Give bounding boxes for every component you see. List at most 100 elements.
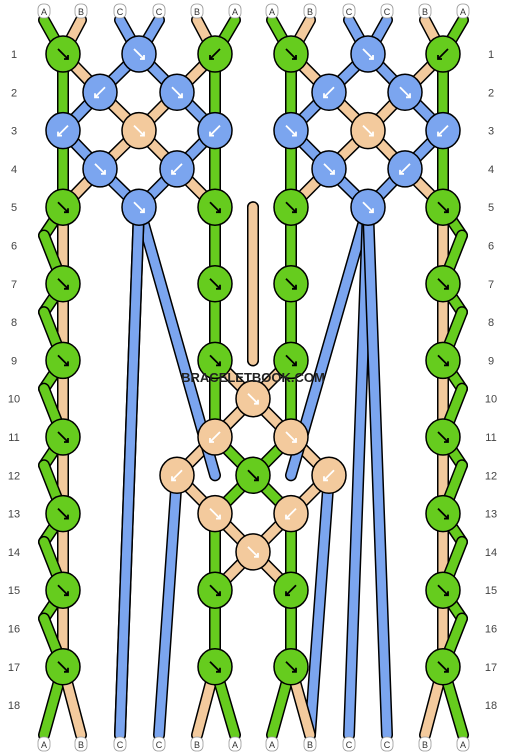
row-number-left: 11 [8, 432, 19, 444]
forward-knot-arrow-icon [247, 393, 259, 405]
row-number-left: 1 [11, 49, 17, 61]
forward-knot-arrow-icon [437, 431, 449, 443]
top-label-10: C [380, 3, 394, 19]
knot-r11-c5 [197, 418, 233, 456]
row-number-left: 8 [11, 317, 17, 329]
forward-knot-arrow-icon [437, 278, 449, 290]
row-number-right: 9 [488, 355, 494, 367]
svg-text:C: C [384, 7, 391, 17]
knot-r1-c3 [121, 35, 157, 73]
svg-text:A: A [460, 740, 466, 750]
row-number-right: 1 [488, 49, 494, 61]
knot-r5-c5 [197, 188, 233, 226]
knot-r1-c11 [425, 35, 461, 73]
bottom-label-6: A [228, 736, 242, 752]
knot-r17-c11 [425, 648, 461, 686]
backward-knot-arrow-icon [323, 469, 335, 481]
top-label-9: C [342, 3, 356, 19]
svg-text:C: C [346, 740, 353, 750]
forward-knot-arrow-icon [57, 278, 69, 290]
forward-knot-arrow-icon [323, 163, 335, 175]
top-label-12: A [456, 3, 470, 19]
knot-r4-c2 [82, 150, 118, 188]
knot-r4-c8 [311, 150, 347, 188]
row-number-right: 8 [488, 317, 494, 329]
row-number-right: 14 [485, 547, 497, 559]
row-number-left: 18 [8, 700, 20, 712]
forward-knot-arrow-icon [285, 354, 297, 367]
knot-r13-c7 [273, 494, 309, 533]
row-number-right: 13 [485, 509, 497, 521]
row-number-right: 15 [485, 585, 497, 597]
forward-knot-arrow-icon [57, 354, 69, 367]
row-number-left: 3 [11, 126, 17, 138]
forward-knot-arrow-icon [57, 201, 69, 213]
row-number-left: 2 [11, 87, 17, 99]
forward-knot-arrow-icon [285, 48, 297, 60]
knots-layer [45, 35, 461, 686]
bottom-label-4: C [152, 736, 166, 752]
svg-text:A: A [41, 740, 47, 750]
forward-knot-arrow-icon [285, 661, 297, 673]
forward-knot-arrow-icon [437, 661, 449, 673]
forward-knot-arrow-icon [247, 546, 259, 558]
knot-r11-c1 [45, 418, 81, 456]
top-label-5: B [190, 3, 204, 19]
knot-r1-c7 [273, 35, 309, 73]
knot-r1-c9 [350, 35, 386, 73]
row-number-left: 14 [8, 547, 20, 559]
svg-text:B: B [422, 740, 428, 750]
svg-text:C: C [156, 7, 163, 17]
knot-r5-c7 [273, 188, 309, 226]
forward-knot-arrow-icon [57, 431, 69, 443]
forward-knot-arrow-icon [57, 584, 69, 596]
forward-knot-arrow-icon [437, 584, 449, 596]
row-number-right: 6 [488, 241, 494, 253]
knot-r15-c5 [197, 571, 233, 609]
row-number-right: 5 [488, 202, 494, 214]
svg-text:A: A [232, 740, 238, 750]
knot-r13-c1 [45, 494, 81, 533]
top-label-6: A [228, 3, 242, 19]
bottom-label-2: B [74, 736, 88, 752]
row-number-right: 11 [485, 432, 496, 444]
forward-knot-arrow-icon [133, 124, 145, 137]
knot-r15-c11 [425, 571, 461, 609]
knot-r11-c7 [273, 418, 309, 456]
backward-knot-arrow-icon [171, 163, 183, 175]
knot-r15-c1 [45, 571, 81, 609]
top-label-7: A [265, 3, 279, 19]
forward-knot-arrow-icon [209, 661, 221, 673]
knot-r7-c1 [45, 265, 81, 303]
row-number-left: 4 [11, 164, 17, 176]
svg-text:C: C [384, 740, 391, 750]
row-number-left: 13 [8, 509, 20, 521]
knot-r4-c10 [387, 150, 423, 188]
forward-knot-arrow-icon [437, 201, 449, 213]
knot-r13-c5 [197, 494, 233, 533]
knot-r3-c1 [45, 111, 81, 150]
knot-r12-c4 [159, 456, 195, 495]
row-number-left: 12 [8, 470, 20, 482]
row-number-left: 5 [11, 202, 17, 214]
knot-r3-c5 [197, 111, 233, 150]
blue-exit-left-a [114, 201, 145, 741]
knot-r1-c5 [197, 35, 233, 73]
backward-knot-arrow-icon [171, 469, 183, 481]
svg-text:B: B [78, 7, 84, 17]
row-number-left: 17 [8, 662, 20, 674]
forward-knot-arrow-icon [209, 354, 221, 367]
row-number-right: 2 [488, 87, 494, 99]
backward-knot-arrow-icon [94, 86, 106, 98]
svg-text:A: A [41, 7, 47, 17]
forward-knot-arrow-icon [209, 278, 221, 290]
forward-knot-arrow-icon [362, 124, 374, 137]
bottom-label-8: B [303, 736, 317, 752]
forward-knot-arrow-icon [94, 163, 106, 175]
forward-knot-arrow-icon [285, 124, 297, 137]
knot-r9-c11 [425, 341, 461, 380]
blue-long-thread-4 [343, 201, 374, 741]
row-number-left: 16 [8, 624, 20, 636]
forward-knot-arrow-icon [209, 201, 221, 213]
